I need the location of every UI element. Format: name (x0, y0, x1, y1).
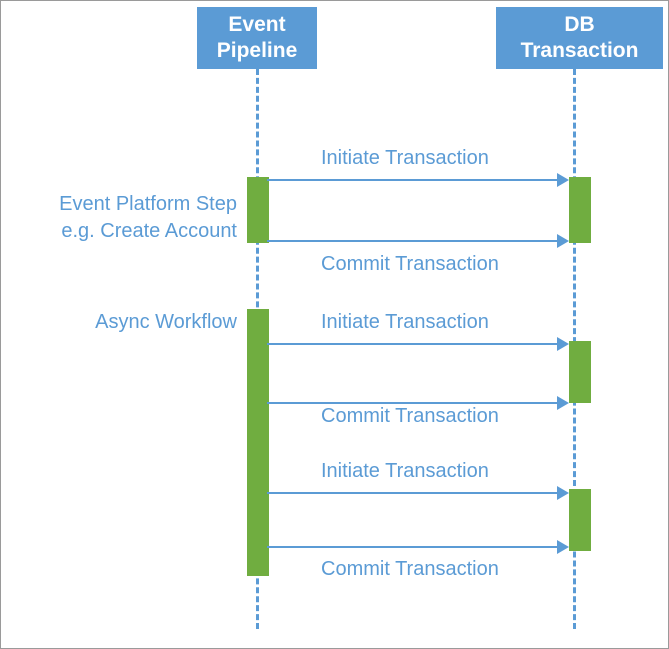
message-label-4: Commit Transaction (321, 405, 499, 427)
message-line-2 (267, 240, 557, 242)
annotation-event-platform-step-line1: Event Platform Step (59, 193, 237, 215)
annotation-async-workflow: Async Workflow (21, 309, 237, 336)
message-label-3: Initiate Transaction (321, 311, 489, 333)
message-line-5 (267, 492, 557, 494)
activation-db-transaction-2 (569, 341, 591, 403)
message-label-2: Commit Transaction (321, 253, 499, 275)
annotation-event-platform-step: Event Platform Step e.g. Create Account (21, 191, 237, 245)
participant-db-transaction-line2: Transaction (520, 39, 639, 62)
message-label-6: Commit Transaction (321, 558, 499, 580)
message-arrowhead-1 (557, 173, 569, 187)
message-line-4 (267, 402, 557, 404)
message-arrowhead-6 (557, 540, 569, 554)
message-label-5: Initiate Transaction (321, 460, 489, 482)
message-label-1: Initiate Transaction (321, 147, 489, 169)
message-line-1 (267, 179, 557, 181)
participant-event-pipeline-line2: Pipeline (216, 39, 298, 62)
message-line-6 (267, 546, 557, 548)
activation-db-transaction-1 (569, 177, 591, 243)
activation-db-transaction-3 (569, 489, 591, 551)
message-arrowhead-5 (557, 486, 569, 500)
activation-event-pipeline-2 (247, 309, 269, 576)
annotation-event-platform-step-line2: e.g. Create Account (61, 220, 237, 242)
annotation-async-workflow-line1: Async Workflow (95, 311, 237, 333)
activation-event-pipeline-1 (247, 177, 269, 243)
participant-db-transaction[interactable]: DB Transaction (496, 7, 663, 69)
message-arrowhead-3 (557, 337, 569, 351)
participant-event-pipeline[interactable]: Event Pipeline (197, 7, 317, 69)
message-arrowhead-4 (557, 396, 569, 410)
participant-event-pipeline-line1: Event (228, 13, 286, 36)
participant-db-transaction-line1: DB (564, 13, 595, 36)
message-line-3 (267, 343, 557, 345)
message-arrowhead-2 (557, 234, 569, 248)
